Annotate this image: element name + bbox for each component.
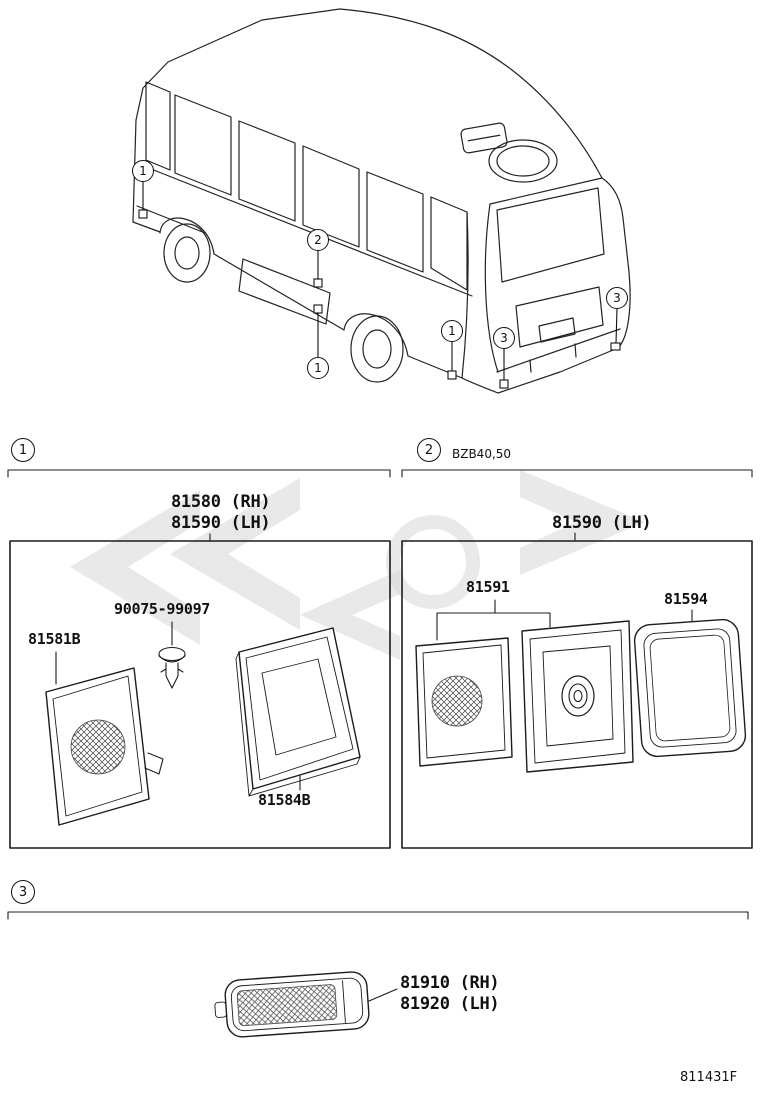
part-number-81594[interactable]: 81594 — [664, 590, 708, 608]
part-number-81910[interactable]: 81910 (RH) — [400, 973, 500, 993]
section2-callout[interactable]: 2 — [417, 438, 441, 462]
bus-callout-leaders — [138, 182, 621, 389]
section3-title: 81910 (RH) 81920 (LH) — [400, 973, 500, 1015]
part-number-81580[interactable]: 81580 (RH) — [171, 492, 271, 512]
bus-callout-3-corner[interactable]: 3 — [606, 287, 628, 309]
part-number-81584B[interactable]: 81584B — [258, 791, 311, 809]
watermark-ring — [386, 515, 480, 609]
section3-drawing — [7, 911, 749, 1038]
part-number-81581B[interactable]: 81581B — [28, 630, 81, 648]
section1-callout[interactable]: 1 — [11, 438, 35, 462]
figure-code: 811431F — [680, 1070, 738, 1085]
section3-callout[interactable]: 3 — [11, 880, 35, 904]
bus-drawing — [132, 8, 631, 394]
bus-callout-3-rear[interactable]: 3 — [493, 327, 515, 349]
bus-callout-1-side-lower[interactable]: 1 — [307, 357, 329, 379]
section1-title: 81580 (RH) 81590 (LH) — [171, 492, 271, 534]
part-number-81590-s1[interactable]: 81590 (LH) — [171, 513, 271, 533]
section2-drawing — [401, 469, 753, 849]
applicability-note: BZB40,50 — [452, 447, 512, 461]
section1-drawing — [7, 469, 391, 849]
bus-callout-1-rear[interactable]: 1 — [441, 320, 463, 342]
bus-callout-1-front[interactable]: 1 — [132, 160, 154, 182]
bus-callout-2-side[interactable]: 2 — [307, 229, 329, 251]
part-number-81590-s2[interactable]: 81590 (LH) — [552, 513, 652, 533]
part-number-90075-99097[interactable]: 90075-99097 — [114, 600, 211, 618]
part-number-81920[interactable]: 81920 (LH) — [400, 994, 500, 1014]
part-number-81591[interactable]: 81591 — [466, 578, 510, 596]
watermark — [70, 470, 645, 660]
